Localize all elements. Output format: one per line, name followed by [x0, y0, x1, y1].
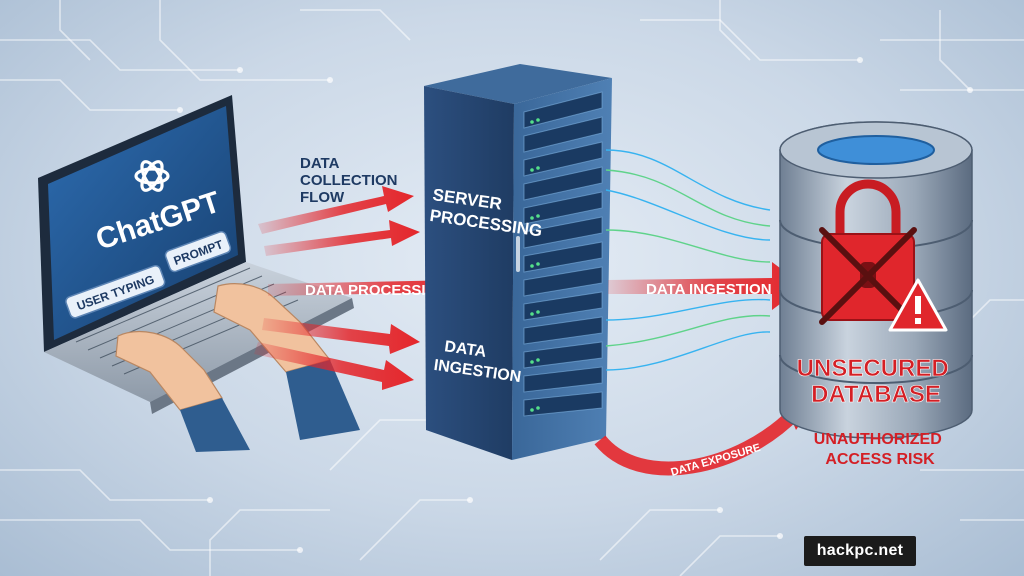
data-stream-lines	[605, 149, 771, 371]
unsecured-database-label: UNSECURED DATABASE	[797, 355, 956, 408]
server-status-leds	[530, 118, 540, 412]
arrow-ingestion	[608, 262, 804, 310]
data-ingestion-label: DATA INGESTION	[646, 281, 772, 298]
laptop: ChatGPT USER TYPING PROMPT	[38, 95, 360, 452]
watermark: hackpc.net	[804, 536, 916, 566]
user-typing-tag	[65, 264, 166, 319]
arrow-collection-3	[262, 318, 420, 354]
data-processing-label: DATA PROCESSING	[305, 282, 448, 299]
unauthorized-access-label: UNAUTHORIZED ACCESS RISK	[814, 431, 946, 468]
server-unit-rows	[523, 91, 603, 417]
data-exposure-label: DATA EXPOSURE	[670, 442, 762, 479]
data-collection-arrows	[254, 186, 492, 390]
arrow-exposure	[594, 407, 802, 476]
openai-logo-icon	[134, 160, 170, 192]
prompt-tag	[164, 231, 232, 273]
cross-mark-icon	[819, 227, 917, 325]
server-door-handle	[516, 236, 520, 272]
server-front-panel	[424, 86, 514, 460]
arrow-collection-1	[258, 186, 414, 234]
arrow-processing	[268, 264, 492, 306]
data-collection-flow-label: DATA COLLECTION FLOW	[300, 155, 402, 206]
server-rack: SERVER PROCESSING DATA INGESTION	[424, 64, 612, 460]
arrow-collection-2	[264, 220, 420, 256]
laptop-screen	[48, 106, 238, 340]
arrow-collection-4	[254, 342, 414, 390]
warning-triangle-icon	[888, 278, 948, 332]
